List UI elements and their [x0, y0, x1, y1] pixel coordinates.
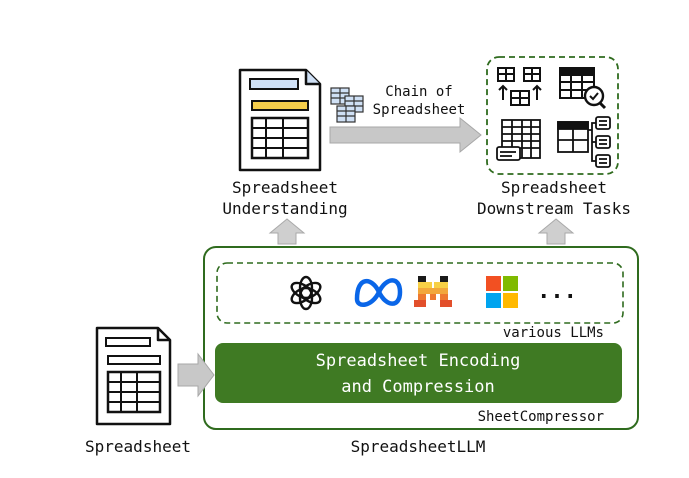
- table-notes-icon: [557, 116, 611, 168]
- downstream-label-2: Downstream Tasks: [477, 199, 631, 218]
- encoding-line-2: and Compression: [341, 377, 495, 397]
- small-spreadsheets-icon: [330, 87, 364, 123]
- llms-dashed-box: [216, 262, 624, 324]
- table-transform-icon: [497, 67, 542, 106]
- chain-arrow: [329, 116, 482, 154]
- encoding-compression-box: [215, 343, 622, 403]
- mistral-icon: [414, 276, 452, 307]
- table-search-icon: [559, 67, 607, 110]
- understanding-label-2: Understanding: [222, 199, 347, 218]
- up-arrow-understanding: [268, 218, 306, 245]
- understanding-document-icon: [238, 68, 322, 172]
- chain-label-2: Spreadsheet: [373, 102, 466, 118]
- chain-label-1: Chain of: [385, 84, 452, 100]
- table-caption-icon: [496, 119, 541, 161]
- sheet-compressor-label: SheetCompressor: [478, 409, 604, 425]
- understanding-label-1: Spreadsheet: [232, 178, 338, 197]
- downstream-label-1: Spreadsheet: [501, 178, 607, 197]
- spreadsheetllm-frame: [203, 246, 639, 430]
- input-spreadsheet-icon: [95, 326, 172, 426]
- encoding-line-1: Spreadsheet Encoding: [316, 351, 521, 371]
- various-llms-label: various LLMs: [503, 325, 604, 341]
- spreadsheet-label: Spreadsheet: [85, 437, 191, 456]
- input-arrow: [177, 352, 215, 398]
- spreadsheetllm-label: SpreadsheetLLM: [351, 437, 486, 456]
- downstream-tasks-box: [486, 56, 619, 175]
- microsoft-icon: [486, 276, 518, 308]
- more-llms-ellipsis: ...: [537, 279, 577, 304]
- openai-icon: [290, 275, 322, 311]
- meta-icon: [354, 278, 403, 307]
- up-arrow-downstream: [537, 218, 575, 245]
